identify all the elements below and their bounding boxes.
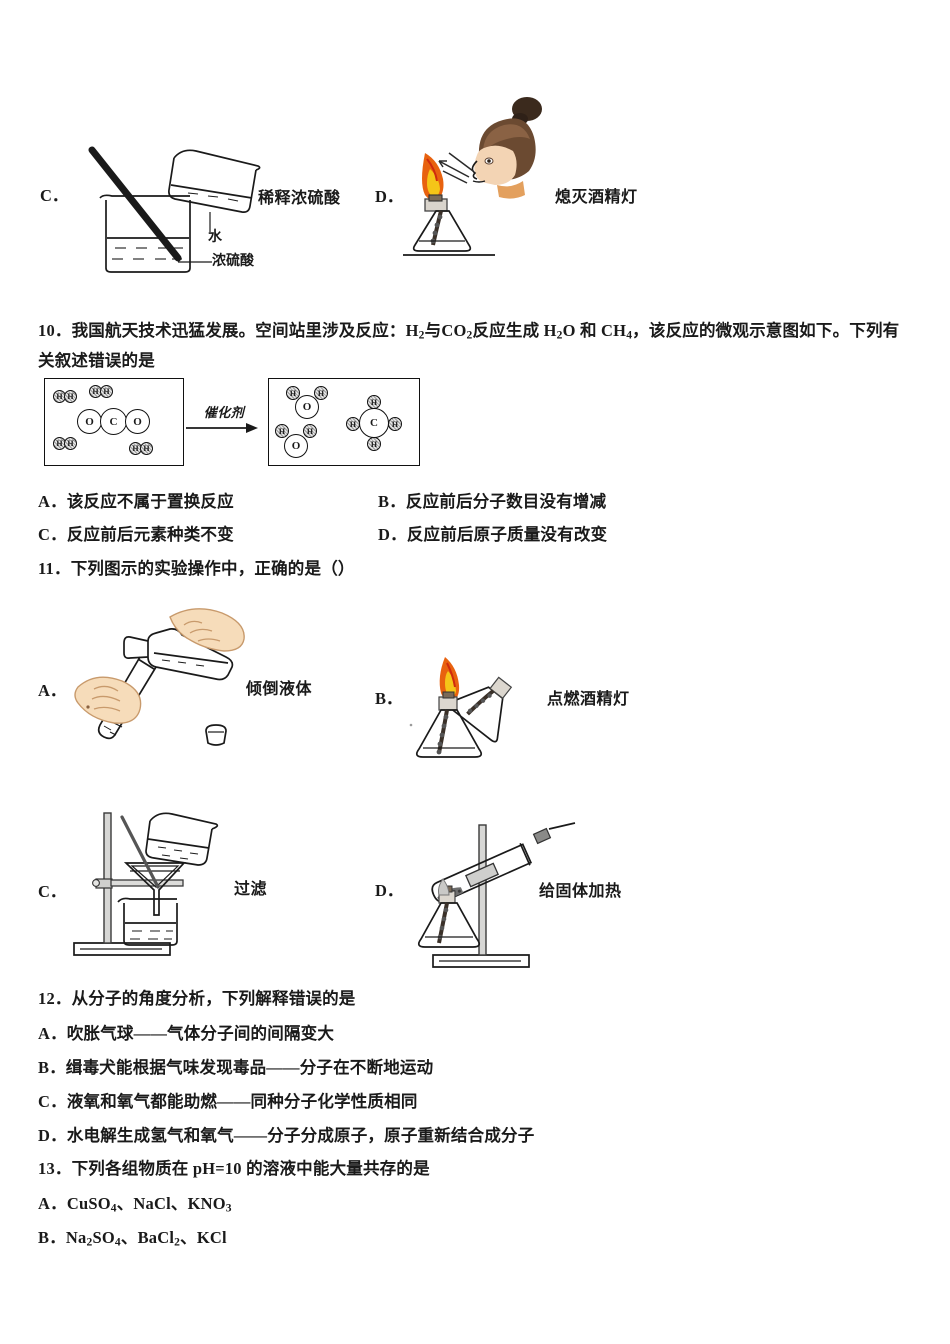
q10-option-b-letter: B． xyxy=(378,492,406,511)
question-11-number: 11． xyxy=(38,559,71,578)
question11-option-b: B． xyxy=(375,645,705,785)
q12-option-d-letter: D． xyxy=(38,1126,67,1145)
h-atom: H xyxy=(367,437,381,451)
question-13-number: 13． xyxy=(38,1159,72,1178)
q12-option-c-text: 液氧和氧气都能助燃——同种分子化学性质相同 xyxy=(66,1092,418,1111)
q11-option-c-caption: 过滤 xyxy=(234,881,268,898)
question-13-stem-text: 下列各组物质在 pH=10 的溶液中能大量共存的是 xyxy=(71,1159,430,1178)
h-atom: H xyxy=(346,417,360,431)
q10-option-a-text: 该反应不属于置换反应 xyxy=(66,492,234,511)
q11-option-c-letter: C． xyxy=(38,882,67,901)
o-atom: O xyxy=(125,409,150,434)
o-atom: O xyxy=(77,409,102,434)
heating-solid-illustration xyxy=(417,822,576,968)
c-atom: C xyxy=(100,408,127,435)
q11-option-d-caption: 给固体加热 xyxy=(539,883,622,900)
q12-option-a: A．吹胀气球——气体分子间的间隔变大 xyxy=(38,1020,334,1044)
q12-option-b: B．缉毒犬能根据气味发现毒品——分子在不断地运动 xyxy=(38,1054,433,1078)
question9-option-d: D． xyxy=(375,95,705,275)
q12-option-c: C．液氧和氧气都能助燃——同种分子化学性质相同 xyxy=(38,1088,418,1112)
catalyst-arrow: 催化剂 xyxy=(184,402,264,436)
lighting-lamp-illustration xyxy=(409,657,513,758)
label-concentrated-acid: 浓硫酸 xyxy=(212,254,254,269)
option-d-caption: 熄灭酒精灯 xyxy=(555,189,638,206)
q13-option-b-formulas: Na2SO4、BaCl2、KCl xyxy=(65,1228,227,1249)
q10-option-a: A．该反应不属于置换反应 xyxy=(38,488,234,512)
q13-option-b: B．Na2SO4、BaCl2、KCl xyxy=(38,1224,227,1249)
h-atom: H xyxy=(286,386,300,400)
q11-option-a-caption: 倾倒液体 xyxy=(246,681,313,698)
h-atom: H xyxy=(64,437,77,450)
question-12-number: 12． xyxy=(38,989,72,1008)
h-atom: H xyxy=(140,442,153,455)
question-10-line2: 关叙述错误的是 xyxy=(38,351,155,370)
q12-option-a-letter: A． xyxy=(38,1024,67,1043)
question-10-line1: 10．我国航天技术迅猛发展。空间站里涉及反应：H2与CO2反应生成 H2O 和 … xyxy=(38,318,899,345)
h-atom: H xyxy=(64,390,77,403)
pouring-liquid-illustration xyxy=(74,608,245,746)
q10-option-c: C．反应前后元素种类不变 xyxy=(38,521,234,545)
q10-option-d-text: 反应前后原子质量没有改变 xyxy=(406,525,608,544)
q12-option-b-letter: B． xyxy=(38,1058,66,1077)
q12-option-a-text: 吹胀气球——气体分子间的间隔变大 xyxy=(66,1024,335,1043)
o-atom: O xyxy=(284,434,308,458)
question-10-stem-a: 我国航天技术迅猛发展。空间站里涉及反应：H2与CO2反应生成 H2O 和 CH4… xyxy=(71,321,900,342)
catalyst-label: 催化剂 xyxy=(203,405,245,420)
question9-option-c: C． xyxy=(40,140,370,280)
q12-option-b-text: 缉毒犬能根据气味发现毒品——分子在不断地运动 xyxy=(65,1058,434,1077)
option-c-letter: C． xyxy=(40,186,69,205)
h-atom: H xyxy=(53,437,66,450)
q12-option-c-letter: C． xyxy=(38,1092,67,1111)
label-water: 水 xyxy=(208,230,222,245)
q10-option-a-letter: A． xyxy=(38,492,67,511)
h-atom: H xyxy=(53,390,66,403)
q13-option-b-letter: B． xyxy=(38,1228,66,1247)
option-c-caption: 稀释浓硫酸 xyxy=(258,190,341,207)
question11-option-c: C． xyxy=(38,795,368,965)
h-atom: H xyxy=(303,424,317,438)
q13-option-a: A．CuSO4、NaCl、KNO3 xyxy=(38,1190,232,1215)
o-atom: O xyxy=(295,395,319,419)
question-10-diagram: H H H H H H H H O C O 催化剂 H xyxy=(44,378,424,466)
h-atom: H xyxy=(100,385,113,398)
reactants-box: H H H H H H H H O C O xyxy=(44,378,184,466)
question-12-stem-text: 从分子的角度分析，下列解释错误的是 xyxy=(71,989,356,1008)
q11-option-b-letter: B． xyxy=(375,689,403,708)
question-13-stem: 13．下列各组物质在 pH=10 的溶液中能大量共存的是 xyxy=(38,1156,430,1182)
h-atom: H xyxy=(314,386,328,400)
c-atom: C xyxy=(359,408,389,438)
products-box: H H O H H O C H H H H xyxy=(268,378,420,466)
filtration-illustration xyxy=(73,812,219,956)
dilute-acid-illustration xyxy=(88,146,261,273)
option-d-letter: D． xyxy=(375,187,404,206)
extinguish-lamp-illustration xyxy=(403,97,542,256)
q11-option-d-letter: D． xyxy=(375,881,404,900)
q10-option-d: D．反应前后原子质量没有改变 xyxy=(378,521,607,545)
question11-option-a: A． xyxy=(38,595,368,765)
q10-option-b: B．反应前后分子数目没有增减 xyxy=(378,488,606,512)
q11-option-b-caption: 点燃酒精灯 xyxy=(547,691,630,708)
h-atom: H xyxy=(367,395,381,409)
question-11-stem-text: 下列图示的实验操作中，正确的是（） xyxy=(70,559,355,578)
q12-option-d: D．水电解生成氢气和氧气——分子分成原子，原子重新结合成分子 xyxy=(38,1122,534,1146)
question-11-stem: 11．下列图示的实验操作中，正确的是（） xyxy=(38,556,355,582)
question-12-stem: 12．从分子的角度分析，下列解释错误的是 xyxy=(38,986,356,1012)
question11-option-d: D． xyxy=(375,795,705,975)
q10-option-c-letter: C． xyxy=(38,525,67,544)
h-atom: H xyxy=(388,417,402,431)
q13-option-a-formulas: CuSO4、NaCl、KNO3 xyxy=(66,1194,232,1215)
q12-option-d-text: 水电解生成氢气和氧气——分子分成原子，原子重新结合成分子 xyxy=(66,1126,535,1145)
q13-option-a-letter: A． xyxy=(38,1194,67,1213)
q10-option-b-text: 反应前后分子数目没有增减 xyxy=(405,492,607,511)
q10-option-c-text: 反应前后元素种类不变 xyxy=(66,525,234,544)
question-10-number: 10． xyxy=(38,321,72,340)
h-atom: H xyxy=(275,424,289,438)
q10-option-d-letter: D． xyxy=(378,525,407,544)
q11-option-a-letter: A． xyxy=(38,681,67,700)
